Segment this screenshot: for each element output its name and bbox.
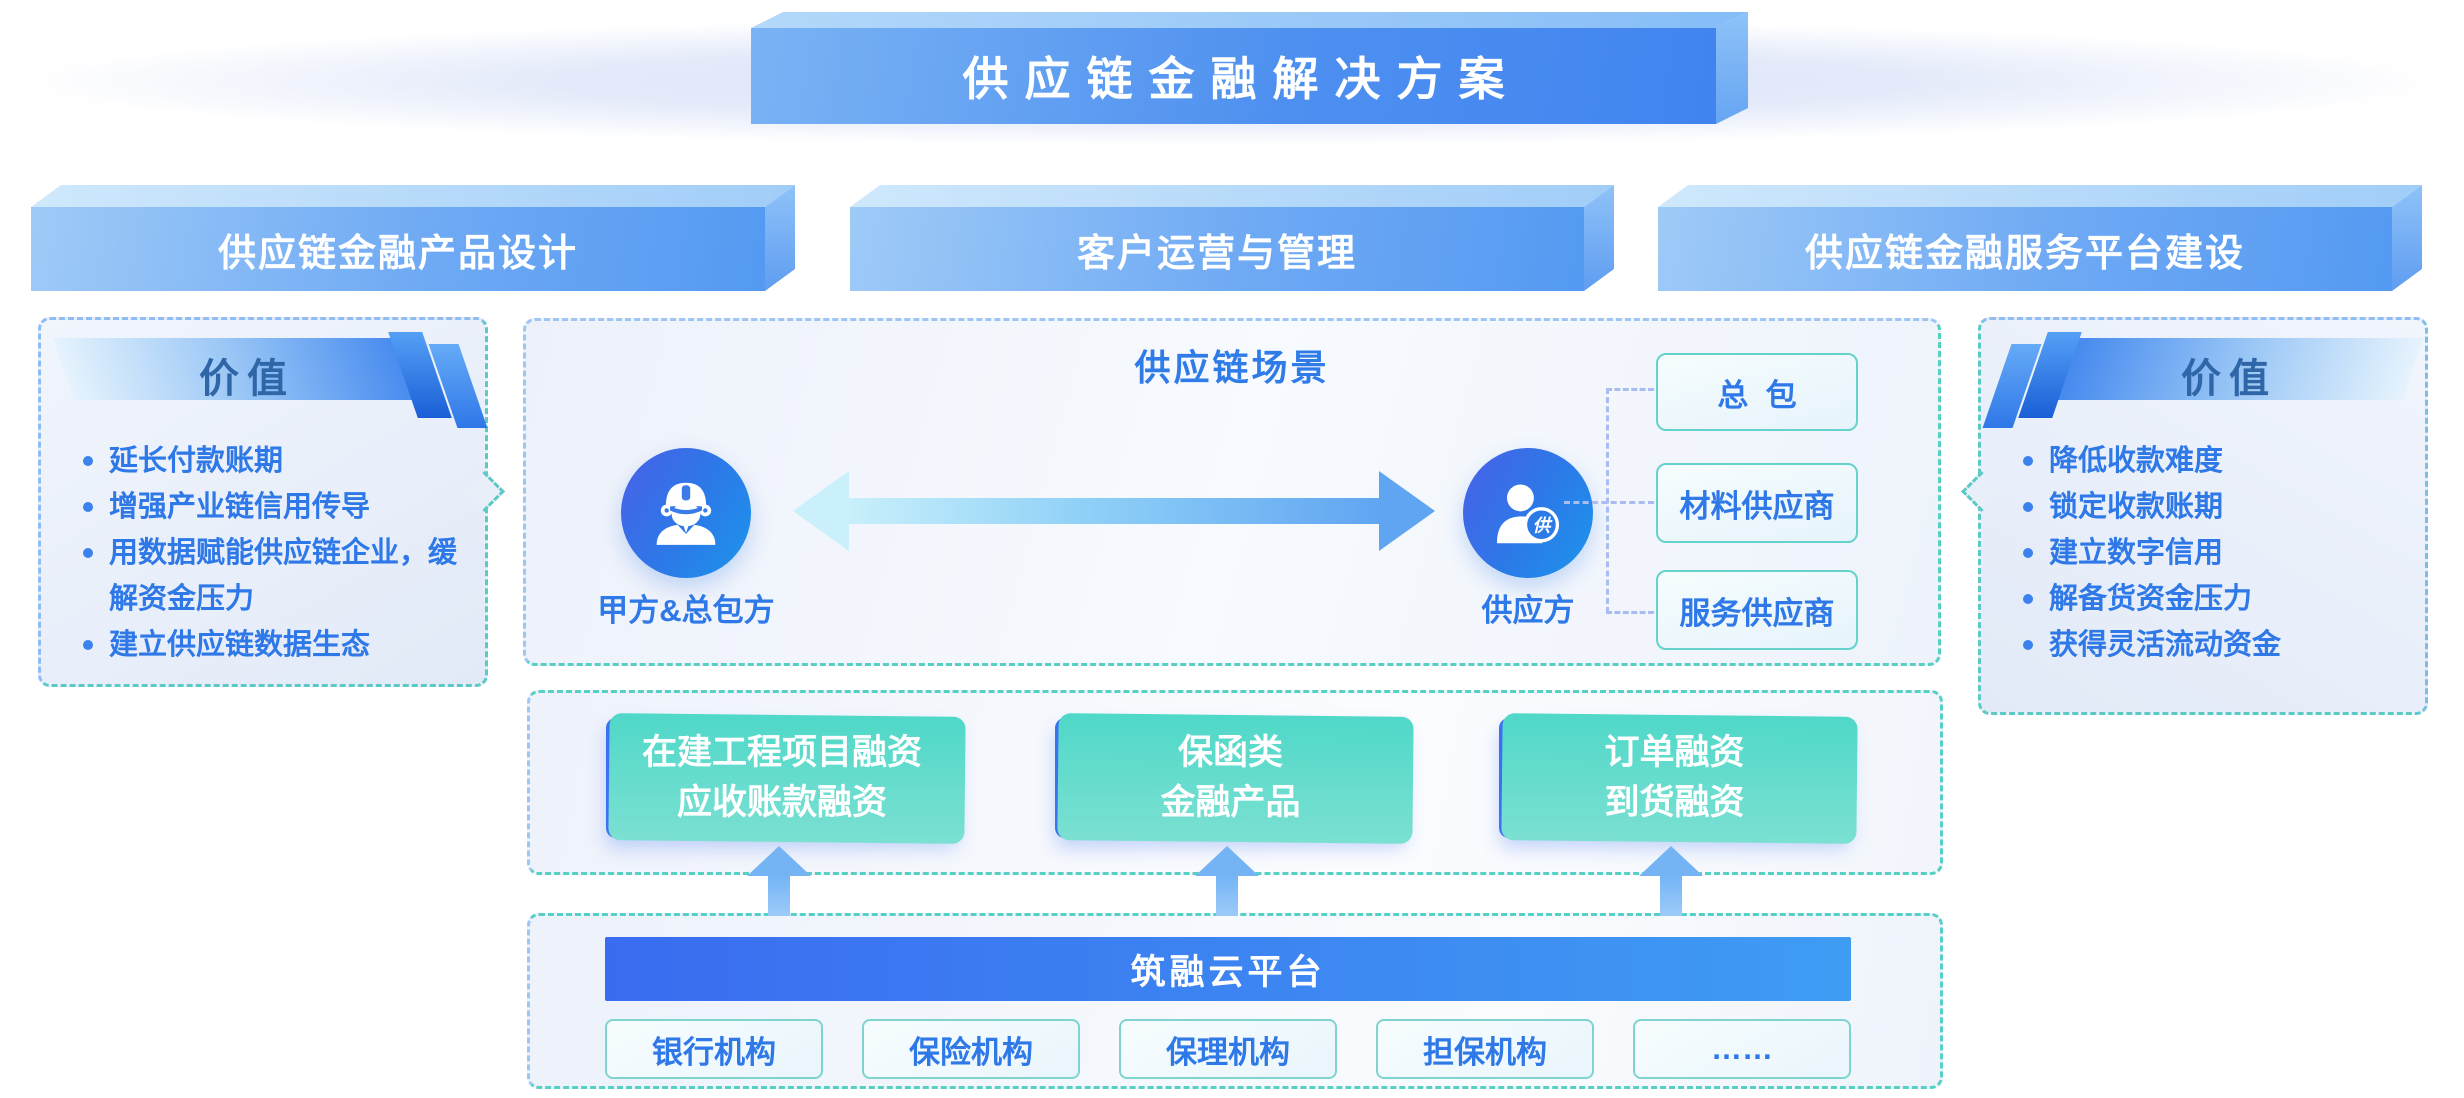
list-item: 获得灵活流动资金: [2023, 622, 2403, 668]
supplier-label: 供应方: [1481, 593, 1575, 628]
arrow-head-right: [1379, 471, 1435, 551]
list-item-text: 获得灵活流动资金: [2049, 629, 2282, 661]
product-card-order-financing: 订单融资 到货融资: [1499, 718, 1850, 838]
bullet-dot-icon: [83, 640, 93, 650]
institutions-row: 银行机构 保险机构 保理机构 担保机构 ……: [605, 1019, 1851, 1079]
bullet-dot-icon: [2023, 640, 2033, 650]
product-line: 保函类: [1177, 733, 1283, 772]
institution-bank: 银行机构: [605, 1019, 823, 1079]
bracket-stub: [1606, 611, 1654, 614]
double-arrow-icon: [793, 471, 1435, 551]
arrow-shaft: [845, 498, 1383, 524]
list-item-text: 建立数字信用: [2049, 537, 2224, 569]
list-item-text: 锁定收款账期: [2049, 491, 2224, 523]
product-line: 在建工程项目融资: [641, 733, 922, 772]
arrow-head-left: [793, 471, 849, 551]
pillar-label: 客户运营与管理: [1076, 232, 1357, 275]
list-item: 延长付款账期: [83, 438, 463, 484]
list-item: 增强产业链信用传导: [83, 484, 463, 530]
list-item-text: 延长付款账期: [109, 445, 284, 477]
page-title: 供应链金融解决方案: [962, 53, 1521, 105]
platform-panel: 筑融云平台 银行机构 保险机构 保理机构 担保机构 ……: [527, 913, 1943, 1089]
product-line: 应收账款融资: [676, 783, 887, 822]
bracket-line: [1606, 388, 1609, 613]
pillar-top-face: [850, 185, 1614, 207]
value-title: 价值: [199, 357, 295, 401]
pillar-top-face: [1658, 185, 2422, 207]
banner-side-face: [1716, 12, 1748, 124]
value-title: 价值: [2181, 357, 2277, 401]
institution-insurance: 保险机构: [862, 1019, 1080, 1079]
value-ribbon: 价值: [51, 332, 501, 428]
pillar-front-face: 客户运营与管理: [850, 207, 1584, 291]
bullet-dot-icon: [2023, 548, 2033, 558]
institution-more: ……: [1633, 1019, 1851, 1079]
arrow-head: [747, 846, 811, 876]
product-line: 金融产品: [1160, 783, 1301, 822]
institution-factoring: 保理机构: [1119, 1019, 1337, 1079]
list-item: 降低收款难度: [2023, 438, 2403, 484]
party-a-avatar: [621, 448, 751, 578]
list-item-text: 解备货资金压力: [2049, 583, 2253, 615]
pillar-label: 供应链金融服务平台建设: [1804, 232, 2245, 275]
list-item: 建立数字信用: [2023, 530, 2403, 576]
bullet-dot-icon: [83, 548, 93, 558]
list-item: 解备货资金压力: [2023, 576, 2403, 622]
bullet-dot-icon: [2023, 502, 2033, 512]
supplier-person-icon: 供: [1496, 484, 1560, 544]
banner-top-face: [751, 12, 1748, 28]
institution-guarantee: 担保机构: [1376, 1019, 1594, 1079]
arrow-shaft: [1216, 876, 1238, 916]
party-a-label: 甲方&总包方: [597, 593, 775, 628]
value-list: 延长付款账期 增强产业链信用传导 用数据赋能供应链企业，缓解资金压力 建立供应链…: [83, 438, 463, 668]
pillar-front-face: 供应链金融服务平台建设: [1658, 207, 2392, 291]
list-item-text: 降低收款难度: [2049, 445, 2224, 477]
platform-name-bar: 筑融云平台: [605, 937, 1851, 1001]
scene-panel: 供应链场景 甲方&总包方 供: [523, 318, 1941, 666]
up-arrow-icon: [1639, 846, 1703, 916]
supplier-avatar: 供: [1463, 448, 1593, 578]
pillar-label: 供应链金融产品设计: [217, 232, 578, 275]
value-ribbon: 价值: [1975, 332, 2425, 428]
node-service-supplier: 服务供应商: [1656, 570, 1858, 650]
pillar-front-face: 供应链金融产品设计: [31, 207, 765, 291]
engineer-icon: [656, 482, 716, 545]
bullet-dot-icon: [2023, 456, 2033, 466]
node-material-supplier: 材料供应商: [1656, 463, 1858, 543]
product-line: 到货融资: [1604, 783, 1745, 822]
product-line: 订单融资: [1604, 733, 1745, 772]
list-item: 用数据赋能供应链企业，缓解资金压力: [83, 530, 463, 622]
arrow-head: [1195, 846, 1259, 876]
list-item-text: 用数据赋能供应链企业，缓解资金压力: [109, 537, 458, 615]
arrow-shaft: [1660, 876, 1682, 916]
bullet-dot-icon: [83, 502, 93, 512]
supplier-badge: 供: [1533, 515, 1553, 535]
right-value-panel: 价值 降低收款难度 锁定收款账期 建立数字信用 解备货资金压力 获得灵活流动资金: [1960, 317, 2428, 715]
value-list: 降低收款难度 锁定收款账期 建立数字信用 解备货资金压力 获得灵活流动资金: [2023, 438, 2403, 668]
list-item: 锁定收款账期: [2023, 484, 2403, 530]
list-item-text: 建立供应链数据生态: [109, 629, 371, 661]
arrow-head: [1639, 846, 1703, 876]
list-item: 建立供应链数据生态: [83, 622, 463, 668]
pointer-left-icon: [1960, 470, 2003, 513]
list-item-text: 增强产业链信用传导: [109, 491, 371, 523]
bullet-dot-icon: [2023, 594, 2033, 604]
up-arrow-icon: [1195, 846, 1259, 916]
products-panel: 在建工程项目融资 应收账款融资 保函类 金融产品 订单融资 到货融资: [527, 690, 1943, 875]
bracket-stub: [1564, 501, 1654, 504]
left-value-panel: 价值 延长付款账期 增强产业链信用传导 用数据赋能供应链企业，缓解资金压力 建立…: [38, 317, 506, 687]
banner-front-face: 供应链金融解决方案: [751, 28, 1716, 124]
scene-title: 供应链场景: [1134, 347, 1330, 388]
bracket-stub: [1606, 388, 1654, 391]
bullet-dot-icon: [83, 456, 93, 466]
arrow-shaft: [768, 876, 790, 916]
pointer-right-icon: [463, 470, 506, 513]
product-card-guarantee: 保函类 金融产品: [1055, 718, 1406, 838]
node-general-contractor: 总 包: [1656, 353, 1858, 431]
pillar-top-face: [31, 185, 795, 207]
product-card-project-financing: 在建工程项目融资 应收账款融资: [606, 718, 958, 838]
up-arrow-icon: [747, 846, 811, 916]
